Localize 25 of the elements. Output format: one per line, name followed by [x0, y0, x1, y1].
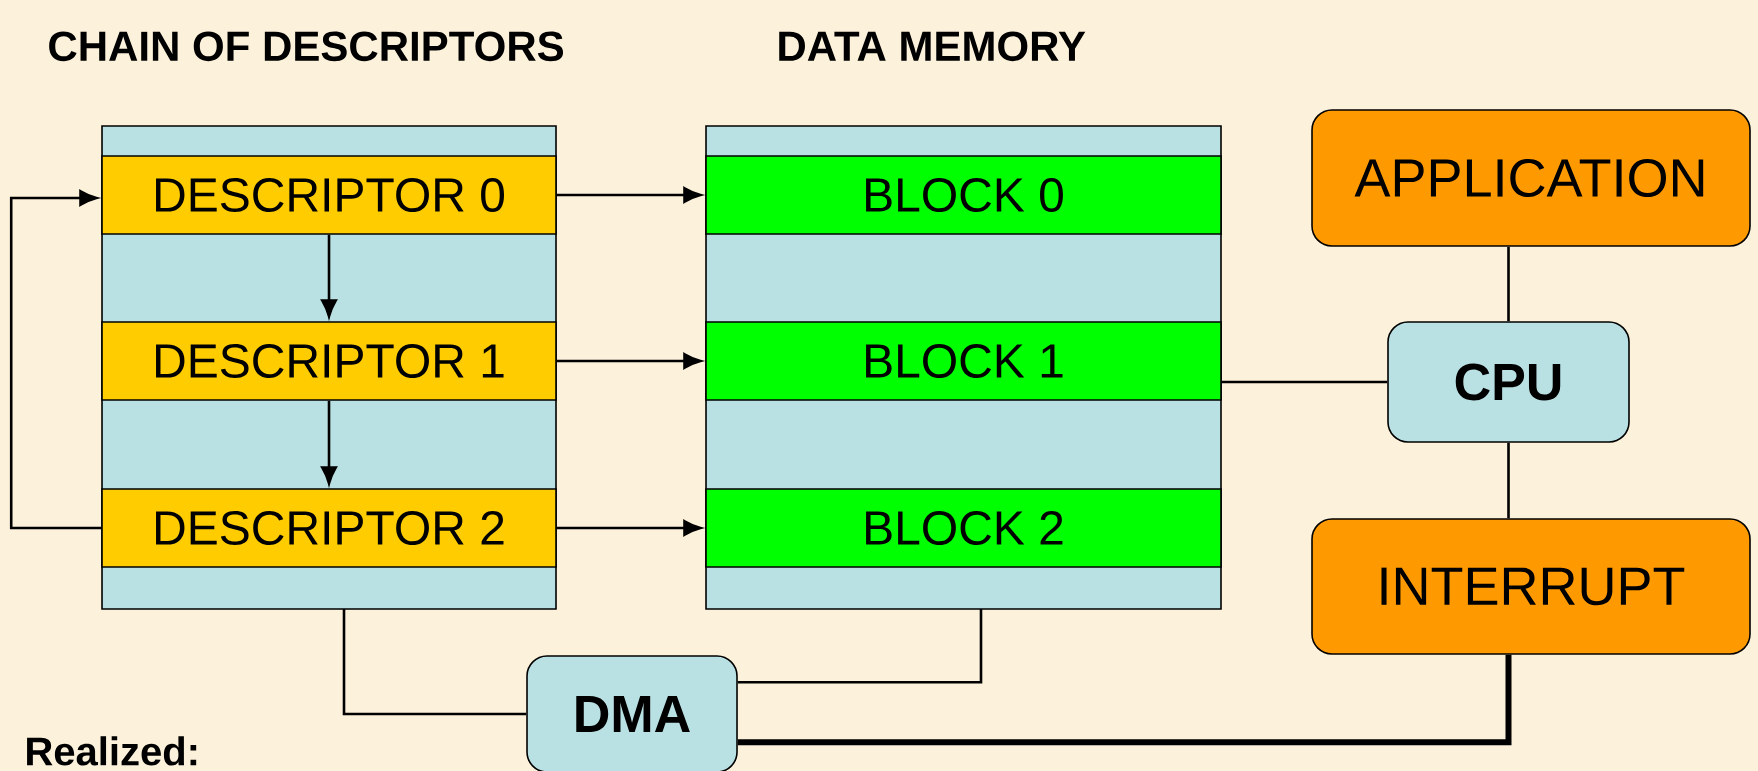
connector: [737, 654, 1512, 746]
descriptor-row: DESCRIPTOR 1: [101, 321, 557, 401]
connector: [556, 520, 702, 536]
block-row: BLOCK 1: [705, 321, 1222, 401]
connector: [321, 400, 337, 485]
connector: [1507, 442, 1510, 519]
connector: [1507, 246, 1510, 322]
connector: [556, 187, 702, 203]
block-row: BLOCK 2: [705, 488, 1222, 568]
descriptor-row: DESCRIPTOR 0: [101, 155, 557, 235]
connector: [1221, 380, 1388, 384]
connector: [9, 190, 102, 530]
block-row: BLOCK 0: [705, 155, 1222, 235]
node-label: CHAIN OF DESCRIPTORS: [49, 31, 564, 62]
connector: [556, 353, 702, 369]
process-box: APPLICATION: [1311, 109, 1751, 247]
note-text: Realized:: [27, 736, 197, 766]
descriptor-row: DESCRIPTOR 2: [101, 488, 557, 568]
connector: [321, 234, 337, 318]
connector: [737, 609, 983, 684]
process-box: DMA: [526, 655, 738, 771]
node-label: DATA MEMORY: [779, 31, 1086, 62]
process-box: CPU: [1387, 321, 1630, 443]
process-box: INTERRUPT: [1311, 518, 1751, 655]
connector: [342, 609, 527, 716]
